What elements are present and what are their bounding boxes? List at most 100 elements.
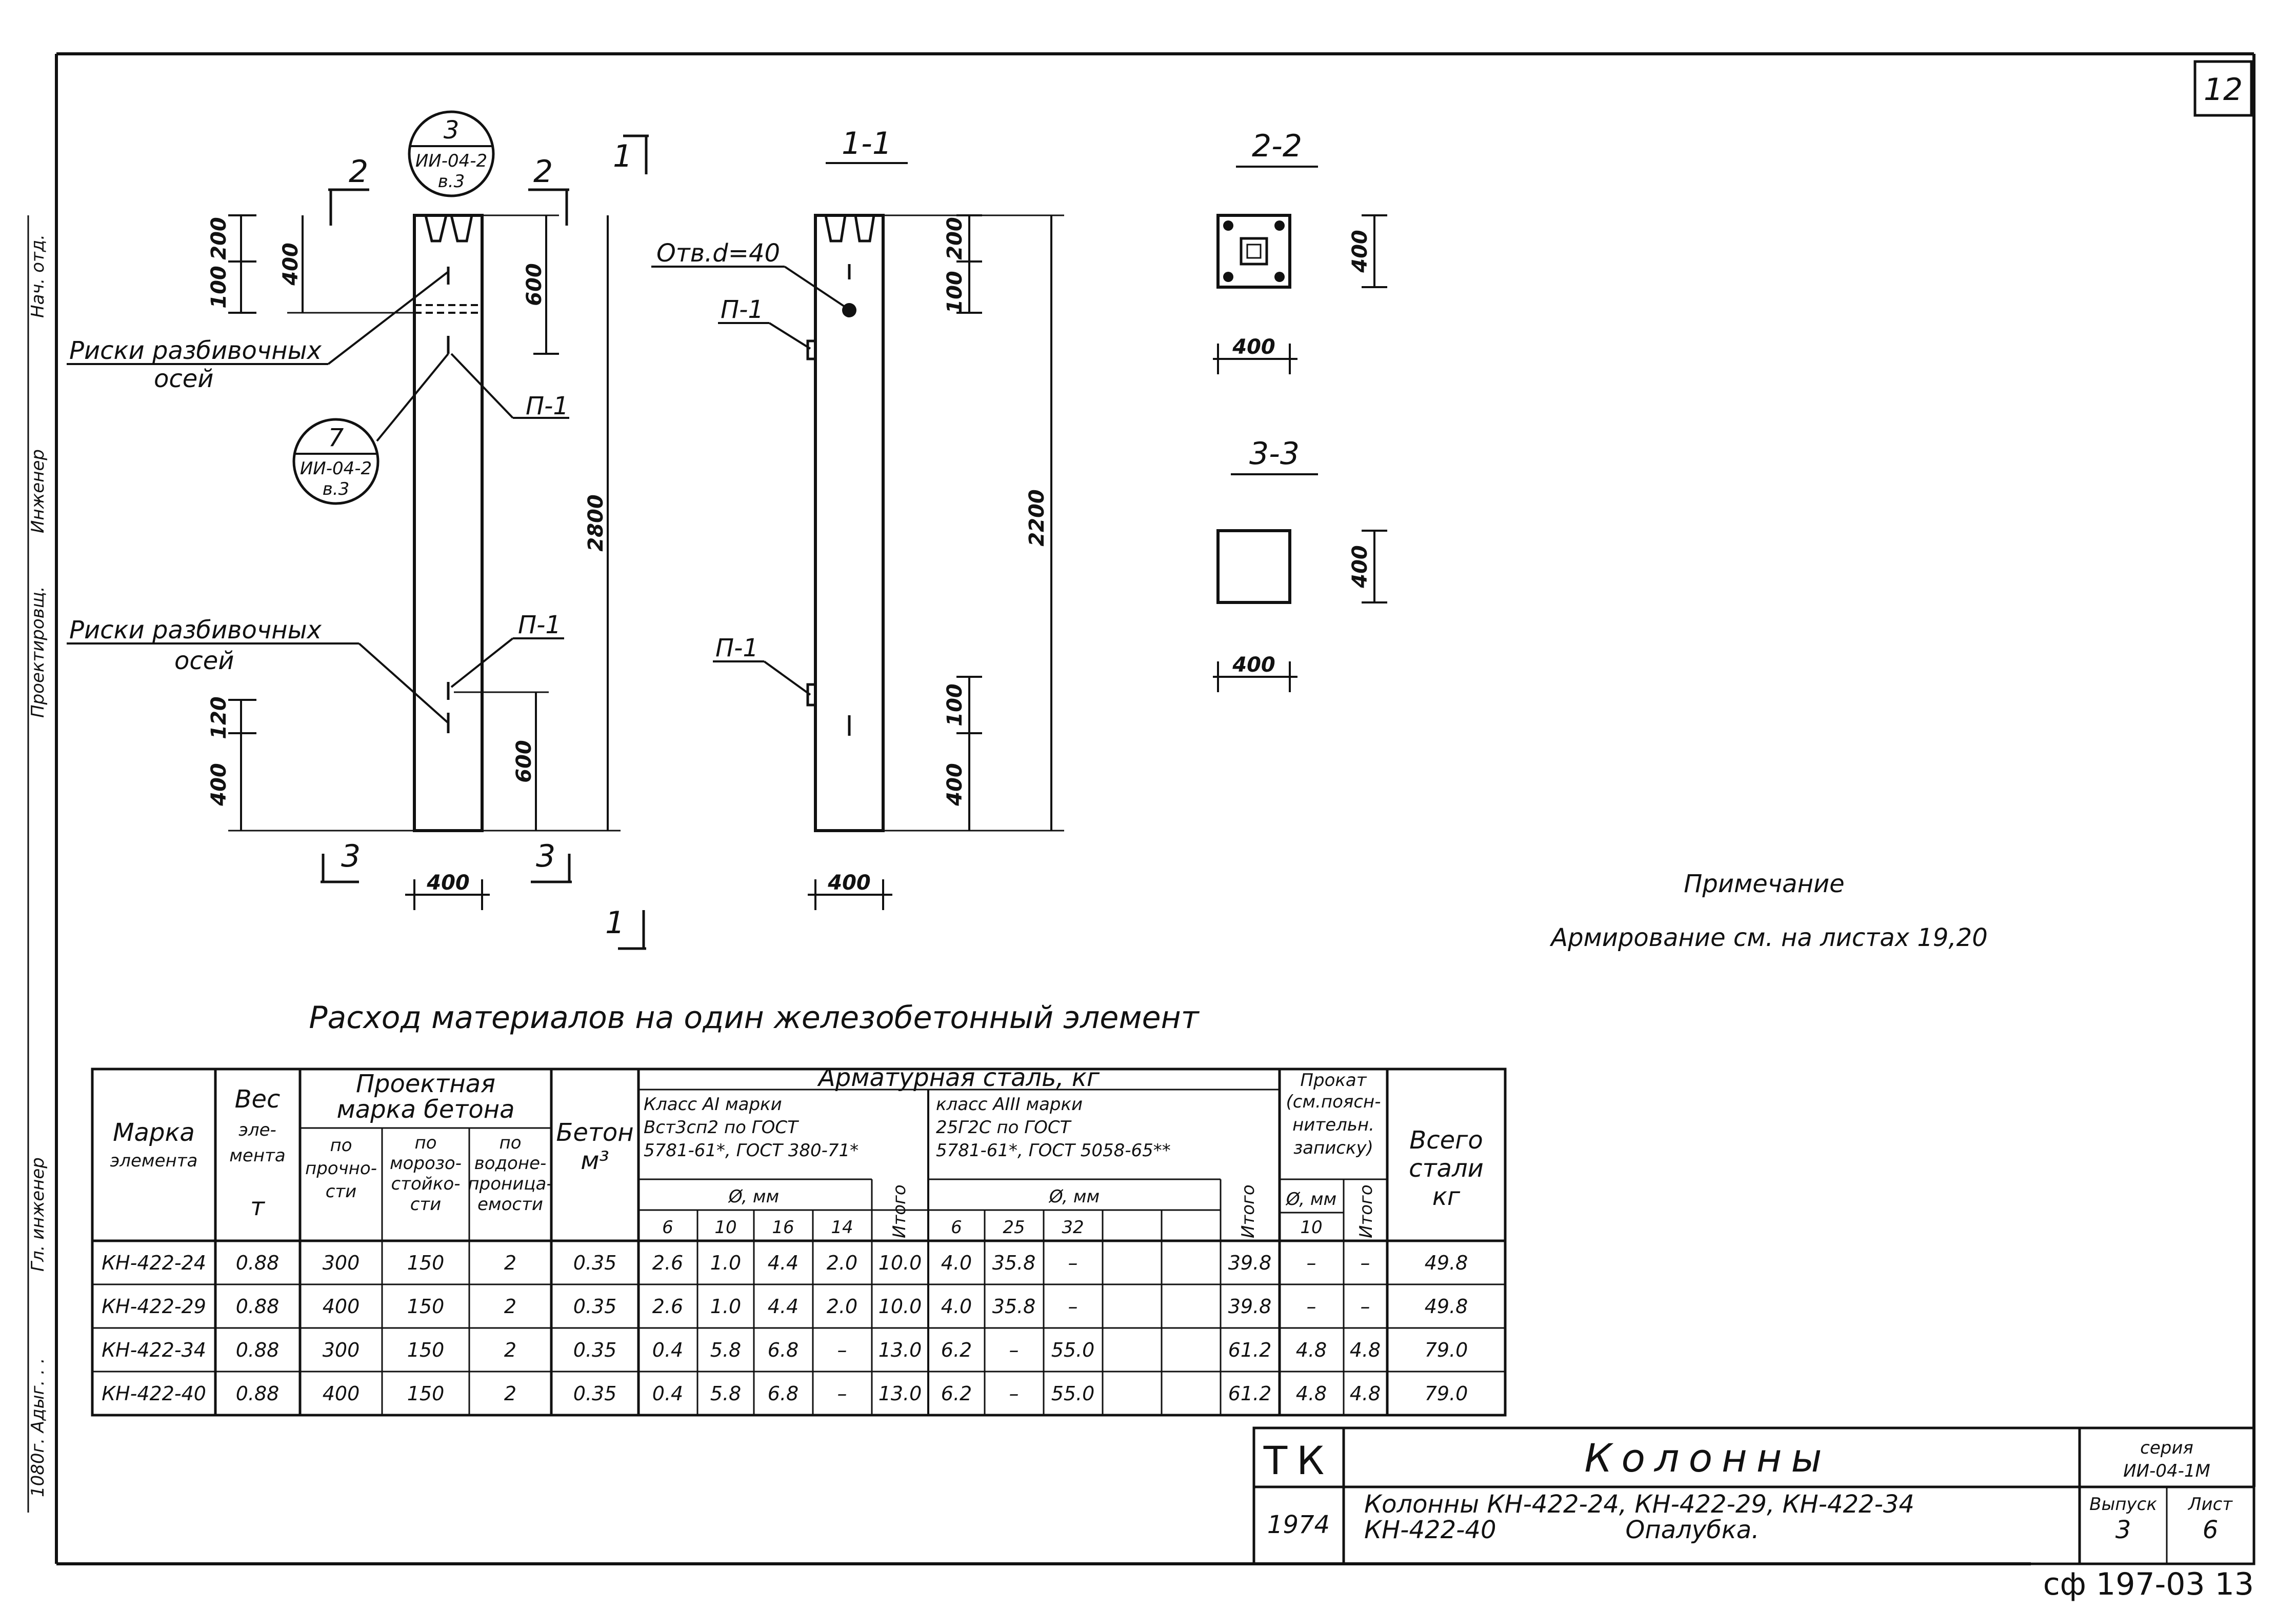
table-cell: 55.0 xyxy=(1051,1339,1095,1361)
svg-text:3: 3 xyxy=(444,116,460,145)
svg-text:5781-61*, ГОСТ 5058-65**: 5781-61*, ГОСТ 5058-65** xyxy=(936,1140,1171,1161)
svg-text:морозо-: морозо- xyxy=(390,1153,462,1174)
table-cell: 49.8 xyxy=(1425,1295,1468,1318)
title-block: ТК 1974 Колонны Колонны КН-422-24, КН-42… xyxy=(1252,1426,2255,1565)
table-cell: 1.0 xyxy=(710,1295,741,1318)
table-cell: 49.8 xyxy=(1425,1252,1468,1274)
table-cell: 0.4 xyxy=(652,1382,683,1405)
svg-text:прочно-: прочно- xyxy=(305,1158,377,1179)
svg-text:6: 6 xyxy=(662,1217,673,1238)
section-3-3: 3-3 400 400 xyxy=(1213,436,1387,692)
svg-text:сти: сти xyxy=(410,1194,442,1215)
table-cell: 10.0 xyxy=(879,1252,922,1274)
svg-text:Проектная: Проектная xyxy=(356,1070,495,1098)
svg-text:2: 2 xyxy=(533,154,553,190)
svg-text:кг: кг xyxy=(1432,1182,1461,1211)
hole-label: Отв.d=40 xyxy=(656,239,780,268)
svg-text:6: 6 xyxy=(951,1217,962,1238)
callout-7: 7 ИИ-04-2 в.3 xyxy=(292,353,449,505)
svg-text:2: 2 xyxy=(349,154,368,190)
callout-3: 3 ИИ-04-2 в.3 xyxy=(408,110,495,197)
svg-text:сти: сти xyxy=(326,1181,357,1202)
table-cell: – xyxy=(1361,1252,1370,1274)
table-title: Расход материалов на один железобетонный… xyxy=(309,1000,1200,1036)
table-cell: 6.2 xyxy=(941,1339,972,1361)
svg-text:200: 200 xyxy=(943,217,967,260)
svg-text:Класс АI марки: Класс АI марки xyxy=(644,1094,782,1115)
svg-text:Лист: Лист xyxy=(2187,1494,2233,1515)
sheet-number-box: 12 xyxy=(2193,60,2253,117)
svg-text:записку): записку) xyxy=(1293,1138,1373,1158)
table-cell: – xyxy=(837,1382,847,1405)
svg-text:Ø, мм: Ø, мм xyxy=(728,1186,779,1207)
svg-text:Итого: Итого xyxy=(1356,1184,1376,1238)
title-block-sheet: 6 xyxy=(2203,1516,2219,1544)
table-cell: 2 xyxy=(504,1295,516,1318)
table-cell: 5.8 xyxy=(710,1339,741,1361)
svg-text:400: 400 xyxy=(827,871,871,895)
table-cell: 400 xyxy=(323,1295,360,1318)
svg-text:т: т xyxy=(250,1193,266,1221)
table-cell: 79.0 xyxy=(1425,1382,1468,1405)
svg-text:в.3: в.3 xyxy=(323,479,349,499)
table-cell: 10.0 xyxy=(879,1295,922,1318)
risk-label-bottom: Риски разбивочных xyxy=(69,616,322,645)
column-side-outline xyxy=(814,214,885,832)
table-cell: 0.88 xyxy=(236,1339,279,1361)
table-cell: – xyxy=(837,1339,847,1361)
side-dimensions: 200 100 2200 100 400 400 xyxy=(808,214,1064,910)
svg-text:14: 14 xyxy=(831,1217,853,1238)
top-notch xyxy=(424,215,473,243)
table-cell: 6.8 xyxy=(768,1339,798,1361)
svg-text:Вст3сп2 по ГОСТ: Вст3сп2 по ГОСТ xyxy=(644,1117,799,1138)
svg-text:600: 600 xyxy=(523,263,546,306)
svg-text:2800: 2800 xyxy=(584,494,608,551)
table-cell: 150 xyxy=(407,1382,445,1405)
svg-text:емости: емости xyxy=(477,1194,543,1215)
svg-text:100: 100 xyxy=(207,266,231,309)
svg-text:марка бетона: марка бетона xyxy=(336,1095,514,1124)
table-cell: – xyxy=(1068,1295,1078,1318)
front-view: 3 ИИ-04-2 в.3 7 ИИ-04-2 в.3 2 2 1 1 xyxy=(67,110,649,950)
p1-label-side-b: П-1 xyxy=(715,634,758,662)
note-title: Примечание xyxy=(1684,870,1844,898)
section-3-3-title: 3-3 xyxy=(1249,436,1300,472)
table-cell: 4.8 xyxy=(1350,1382,1381,1405)
svg-text:400: 400 xyxy=(426,871,470,895)
title-block-issue: 3 xyxy=(2115,1516,2131,1544)
svg-text:нительн.: нительн. xyxy=(1292,1115,1374,1135)
table-cell: 300 xyxy=(323,1339,360,1361)
svg-text:Бетон: Бетон xyxy=(556,1118,633,1147)
svg-text:по: по xyxy=(414,1133,436,1153)
svg-text:100: 100 xyxy=(943,271,967,314)
svg-text:мента: мента xyxy=(229,1145,285,1166)
svg-text:400: 400 xyxy=(943,763,967,807)
title-block-tk: ТК xyxy=(1263,1438,1333,1483)
table-cell: 4.8 xyxy=(1296,1339,1327,1361)
title-block-series: ИИ-04-1М xyxy=(2123,1461,2210,1481)
table-cell: 61.2 xyxy=(1228,1339,1272,1361)
svg-text:600: 600 xyxy=(512,740,536,783)
svg-text:Ø, мм: Ø, мм xyxy=(1048,1186,1100,1207)
svg-text:Марка: Марка xyxy=(113,1118,195,1147)
table-cell: 2.6 xyxy=(652,1252,683,1274)
svg-text:32: 32 xyxy=(1062,1217,1084,1238)
svg-text:осей: осей xyxy=(174,647,234,675)
svg-text:5781-61*, ГОСТ 380-71*: 5781-61*, ГОСТ 380-71* xyxy=(644,1140,858,1161)
margin-note-5: Нач. отд. xyxy=(28,234,48,318)
title-block-desc1: Колонны КН-422-24, КН-422-29, КН-422-34 xyxy=(1364,1490,1914,1519)
svg-text:1: 1 xyxy=(613,138,632,174)
side-view-title: 1-1 xyxy=(842,126,892,162)
table-cell: 2.0 xyxy=(827,1252,857,1274)
table-cell: 6.8 xyxy=(768,1382,798,1405)
svg-text:стали: стали xyxy=(1409,1154,1484,1183)
svg-text:элемента: элемента xyxy=(110,1151,198,1171)
svg-text:Итого: Итого xyxy=(889,1184,910,1238)
margin-notes: 1080г. Адыг. . . Гл. инженер Проектировщ… xyxy=(27,215,48,1513)
svg-text:10: 10 xyxy=(1300,1217,1322,1238)
table-cell: 0.35 xyxy=(573,1295,617,1318)
svg-text:10: 10 xyxy=(714,1217,736,1238)
table-cell: 0.35 xyxy=(573,1339,617,1361)
